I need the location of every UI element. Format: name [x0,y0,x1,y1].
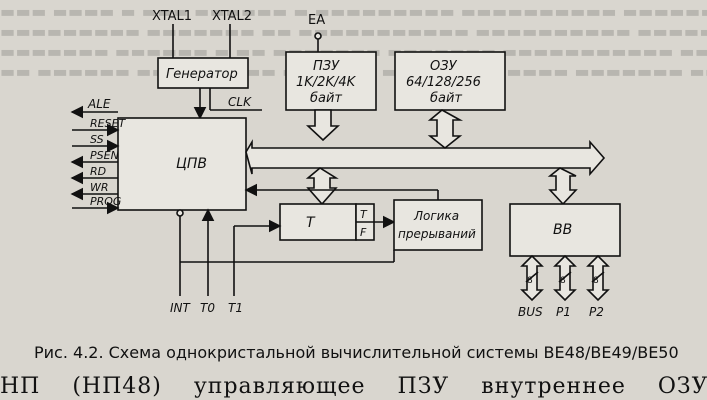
ea-label: EA [308,13,325,28]
rom-label-1: ПЗУ [313,59,340,74]
generator-box [157,57,249,89]
interrupt-label-2: прерываний [398,227,476,241]
bus-width-label: 8 [527,276,533,286]
tf-top-label: T [360,208,368,221]
generator-label: Генератор [166,67,238,82]
ea-pin [314,32,322,40]
t1-label: T1 [228,301,243,315]
body-text-line: НП (НП48) управляющее ПЗУ внутреннее ОЗУ… [0,374,707,399]
p1-width-label: 8 [560,276,566,286]
cpu-box [117,117,247,211]
ram-label-3: байт [430,91,462,106]
rd-label: RD [90,165,106,178]
wr-label: WR [90,181,109,194]
ram-box [394,51,506,111]
timer-bus-arrow [305,167,339,206]
p2-port-label: P2 [589,305,604,319]
p1-port-label: P1 [556,305,571,319]
io-label: ВВ [553,222,572,238]
prog-label: PROG [90,195,121,208]
ale-label: ALE [87,97,111,111]
p2-width-label: 8 [593,276,599,286]
ram-label-2: 64/128/256 [406,75,481,90]
psen-label: PSEN [90,149,119,162]
bus-port-label: BUS [518,305,543,319]
bleed-through-text: ▬▬▬ ▬▬▬▬ ▬ ▬▬▬ ▬▬▬▬▬▬ ▬ ▬▬▬▬▬▬▬▬▬ ▬▬▬▬▬▬… [0,2,707,21]
internal-bus [245,139,606,177]
figure-caption: Рис. 4.2. Схема однокристальной вычислит… [34,343,679,362]
int-label: INT [170,301,192,315]
interrupt-box [393,199,483,251]
rom-label-3: байт [310,91,342,106]
timer-box [279,203,357,241]
clk-label: CLK [228,95,252,109]
cpu-label: ЦПВ [176,156,207,172]
ram-bus-arrow [427,109,464,150]
rom-box [285,51,377,111]
xtal2-label: XTAL2 [212,9,252,24]
int-pin [176,209,184,217]
p1-width-tick [558,271,572,283]
io-bus-arrow [547,167,578,206]
ram-label-1: ОЗУ [430,59,458,74]
rom-label-2: 1K/2K/4K [296,75,357,90]
t0-label: T0 [200,301,215,315]
bus-width-tick [525,271,539,283]
xtal1-label: XTAL1 [152,9,192,24]
interrupt-label-1: Логика [413,209,459,223]
io-box [509,203,621,257]
rom-bus-arrow [305,109,341,142]
p2-width-tick [591,271,605,283]
reset-label: RESET [90,117,127,130]
tf-bottom-label: F [360,226,367,239]
timer-label: T [306,215,316,231]
ss-label: SS [90,133,104,146]
bleed-through-text: ▬▬▬▬▬▬▬▬▬ ▬▬▬▬▬▬▬ ▬▬ ▬▬▬▬▬▬▬▬▬▬▬ ▬▬▬▬▬▬▬… [0,22,707,41]
